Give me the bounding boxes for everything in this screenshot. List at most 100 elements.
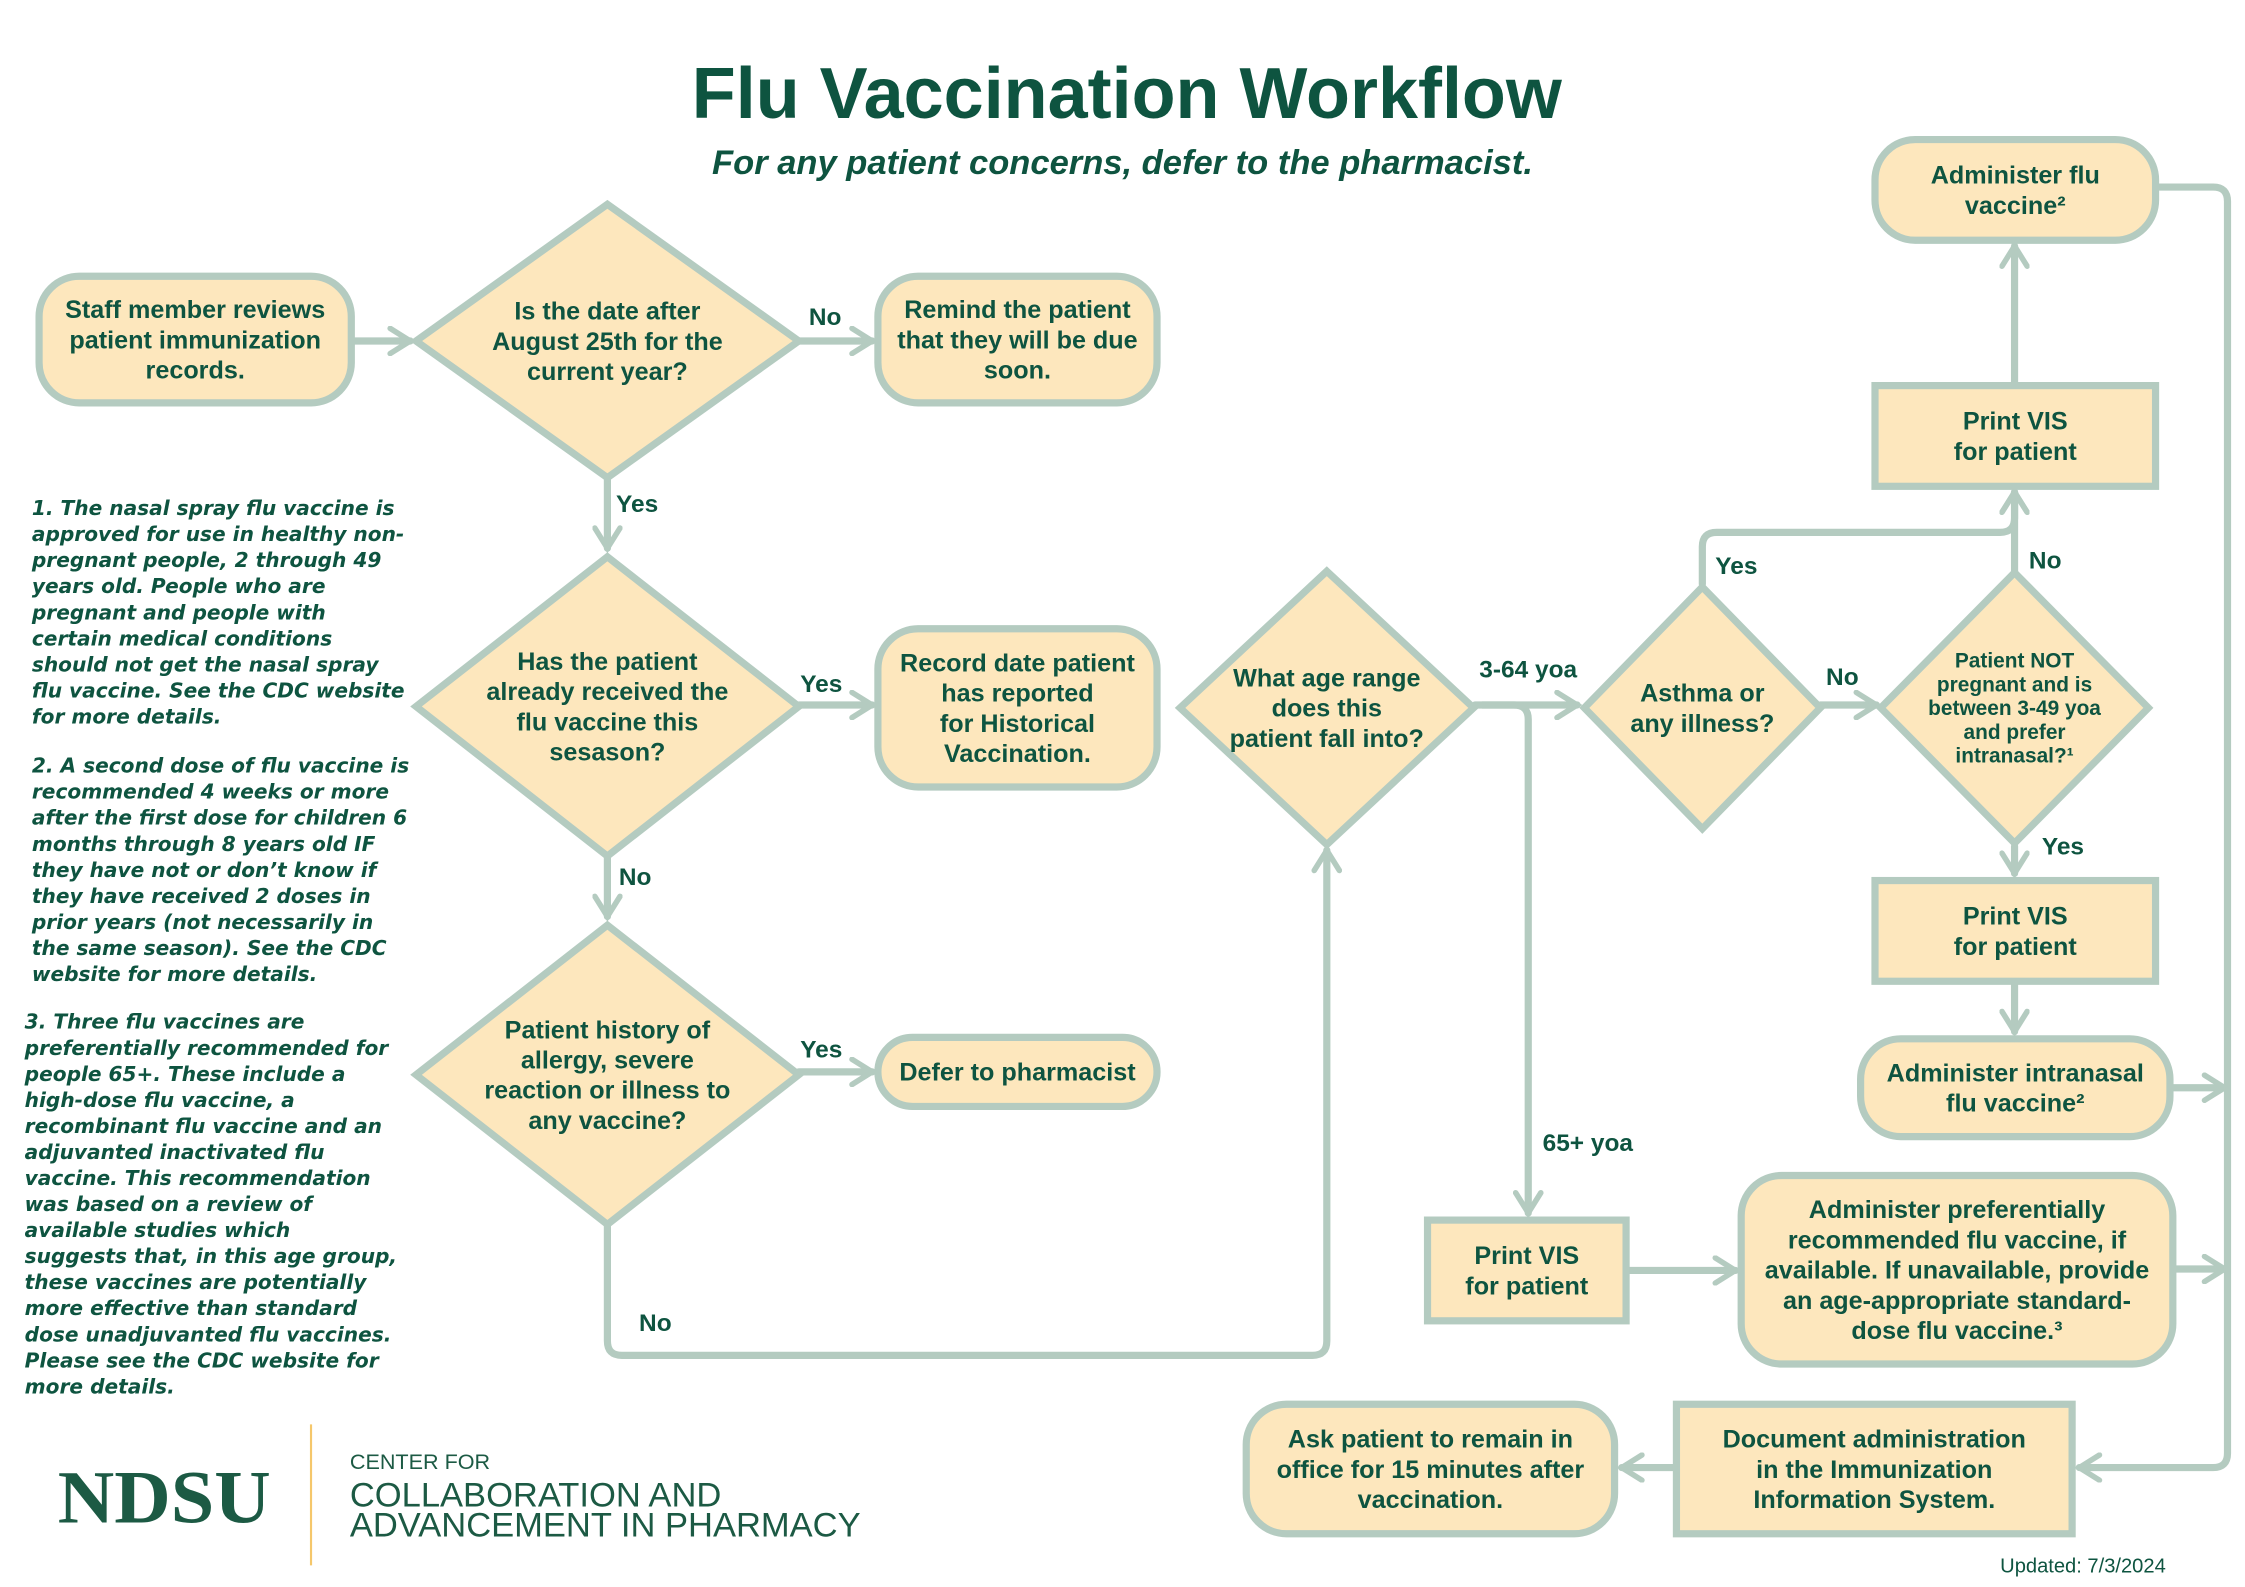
edge-label-asthma-yes: Yes [1715,553,1757,580]
node-text-line: Information System. [1753,1486,1995,1514]
defer-node: Defer to pharmacist [874,1033,1161,1111]
footnote-line: certain medical conditions [32,626,332,650]
edge-label-allergy-yes: Yes [800,1037,842,1064]
node-text-line: flu vaccine this [517,708,699,736]
node-text-line: and prefer [1964,721,2066,744]
node-text-line: Administer flu [1931,162,2100,190]
decision-diamond [1579,581,1826,834]
node-text-line: office for 15 minutes after [1277,1456,1585,1484]
node-text-line: current year? [527,358,688,386]
allergy-to-age-arrow [603,850,1326,1359]
node-text-line: for patient [1954,933,2078,961]
node-text-line: vaccine² [1965,192,2066,220]
process-rounded-box [874,272,1161,407]
node-text-line: any illness? [1630,710,1774,738]
footnote-line: they have received 2 doses in [32,884,371,908]
decision-diamond [409,199,805,483]
footnote-line: pregnant and people with [31,600,326,624]
footnote-line: preferentially recommended for [24,1036,390,1060]
ndsu-wordmark: NDSU [58,1456,271,1539]
node-text-line: Record date patient [900,649,1135,677]
footnote-line: 2. A second dose of flu vaccine is [32,754,409,778]
node-text-line: for patient [1465,1272,1589,1300]
node-text-line: reaction or illness to [484,1077,730,1105]
node-text-line: Is the date after [514,298,700,326]
process-box [1672,1400,2076,1538]
node-text-line: already received the [486,678,728,706]
node-text-line: August 25th for the [492,328,723,356]
edge-label-allergy-no: No [639,1310,672,1337]
node-text-line: Print VIS [1963,903,2068,931]
footnote-line: people 65+. These include a [24,1062,346,1086]
node-text-line: patient fall into? [1230,725,1424,753]
node-text-line: dose flu vaccine.³ [1851,1317,2062,1345]
node-text-line: Ask patient to remain in [1288,1426,1573,1454]
node-text-line: patient immunization [69,326,321,354]
process-rounded-box [874,1033,1161,1111]
node-text-line: What age range [1233,664,1420,692]
node-text-line: sesason? [549,739,665,767]
page-subtitle: For any patient concerns, defer to the p… [712,144,1533,182]
footnote-line: website for more details. [32,962,317,986]
footnote-line: adjuvanted inactivated flu [25,1140,325,1164]
decision-diamond [410,552,805,861]
node-text-line: Print VIS [1474,1242,1579,1270]
footnote-line: they have not or don’t know if [32,858,379,882]
footnote-line: these vaccines are potentially [25,1270,368,1294]
node-text-line: Administer preferentially [1809,1196,2105,1224]
footnote-line: the same season). See the CDC [32,936,387,960]
node-text-line: for Historical [940,710,1095,738]
process-rounded-box [35,272,355,407]
node-text-line: Staff member reviews [65,296,325,324]
node-text-line: Remind the patient [904,296,1131,324]
node-text-line: Print VIS [1963,408,2068,436]
node-text-line: an age-appropriate standard- [1783,1287,2131,1315]
footnote-line: Please see the CDC website for [25,1348,380,1372]
footnote-line: 1. The nasal spray flu vaccine is [32,496,395,520]
footnote-line: more effective than standard [25,1296,358,1320]
footnote-line: high-dose flu vaccine, a [25,1088,295,1112]
node-text-line: Defer to pharmacist [899,1059,1136,1087]
decision-diamond [1875,567,2154,849]
node-text-line: Administer intranasal [1887,1059,2144,1087]
node-text-line: in the Immunization [1756,1456,1992,1484]
updated-date: Updated: 7/3/2024 [2000,1556,2166,1578]
node-text-line: intranasal?¹ [1955,745,2073,768]
node-text-line: allergy, severe [521,1046,694,1074]
node-text-line: flu vaccine² [1946,1090,2084,1118]
footnote-line: should not get the nasal spray [32,652,379,676]
process-box [1871,876,2160,985]
footnote-line: recommended 4 weeks or more [32,780,389,804]
page-title: Flu Vaccination Workflow [692,54,1563,134]
decision-diamond [410,920,805,1229]
ndsu-logo: NDSU CENTER FOR COLLABORATION AND ADVANC… [58,1424,861,1566]
